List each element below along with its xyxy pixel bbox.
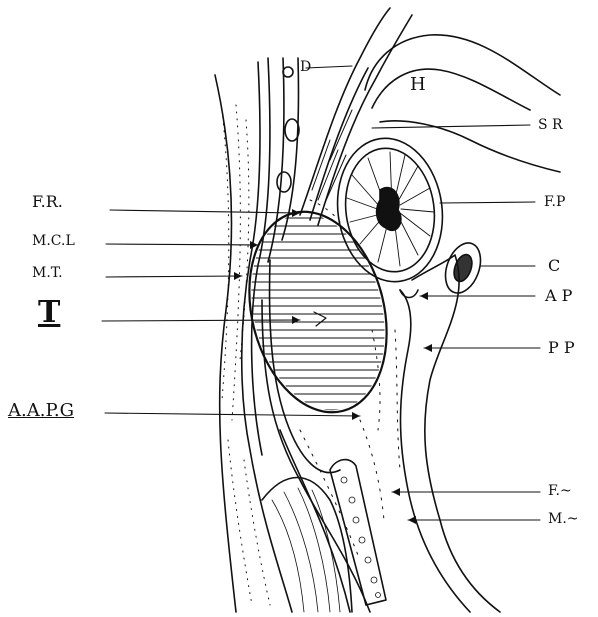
fascia-line-2 [268, 58, 284, 262]
label-aapg: A.A.P.G [8, 402, 74, 420]
upper-muscle-band-outer [300, 8, 390, 215]
vessel-3 [283, 67, 293, 77]
vessel-c-inner [451, 252, 476, 284]
descending-band-3 [280, 430, 350, 612]
pointer-lines [102, 66, 540, 520]
label-fp: F.P [544, 195, 565, 209]
label-ap: A P [545, 288, 572, 304]
descending-band-1 [270, 260, 340, 473]
label-c: C [548, 258, 560, 274]
cord-center [377, 188, 401, 231]
label-mt: M.T. [32, 266, 63, 280]
peritoneum-inner [400, 290, 470, 612]
label-fu: F.~ [548, 484, 572, 498]
label-mcl: M.C.L [32, 234, 75, 248]
left-inner-contour [242, 62, 292, 612]
label-d: D [300, 60, 311, 74]
label-sr: S R [538, 118, 563, 132]
vessel-2 [277, 172, 291, 192]
pointer-arrowheads [234, 209, 432, 524]
label-pp: P P [548, 340, 575, 356]
head-curve-inner [372, 69, 530, 110]
left-outer-contour [215, 75, 236, 612]
label-h: H [410, 76, 426, 94]
head-curve-3 [380, 121, 560, 172]
bone-texture [341, 477, 381, 598]
tumor-hatching [200, 210, 440, 410]
label-mc: M.~ [548, 512, 579, 526]
vessel-1 [285, 119, 299, 141]
label-t: T [38, 298, 60, 328]
peritoneum-outer [412, 255, 500, 612]
lower-muscle [262, 478, 352, 613]
label-fr: F.R. [32, 194, 63, 210]
ap-notch [400, 290, 418, 298]
lower-muscle-striations [272, 488, 340, 612]
